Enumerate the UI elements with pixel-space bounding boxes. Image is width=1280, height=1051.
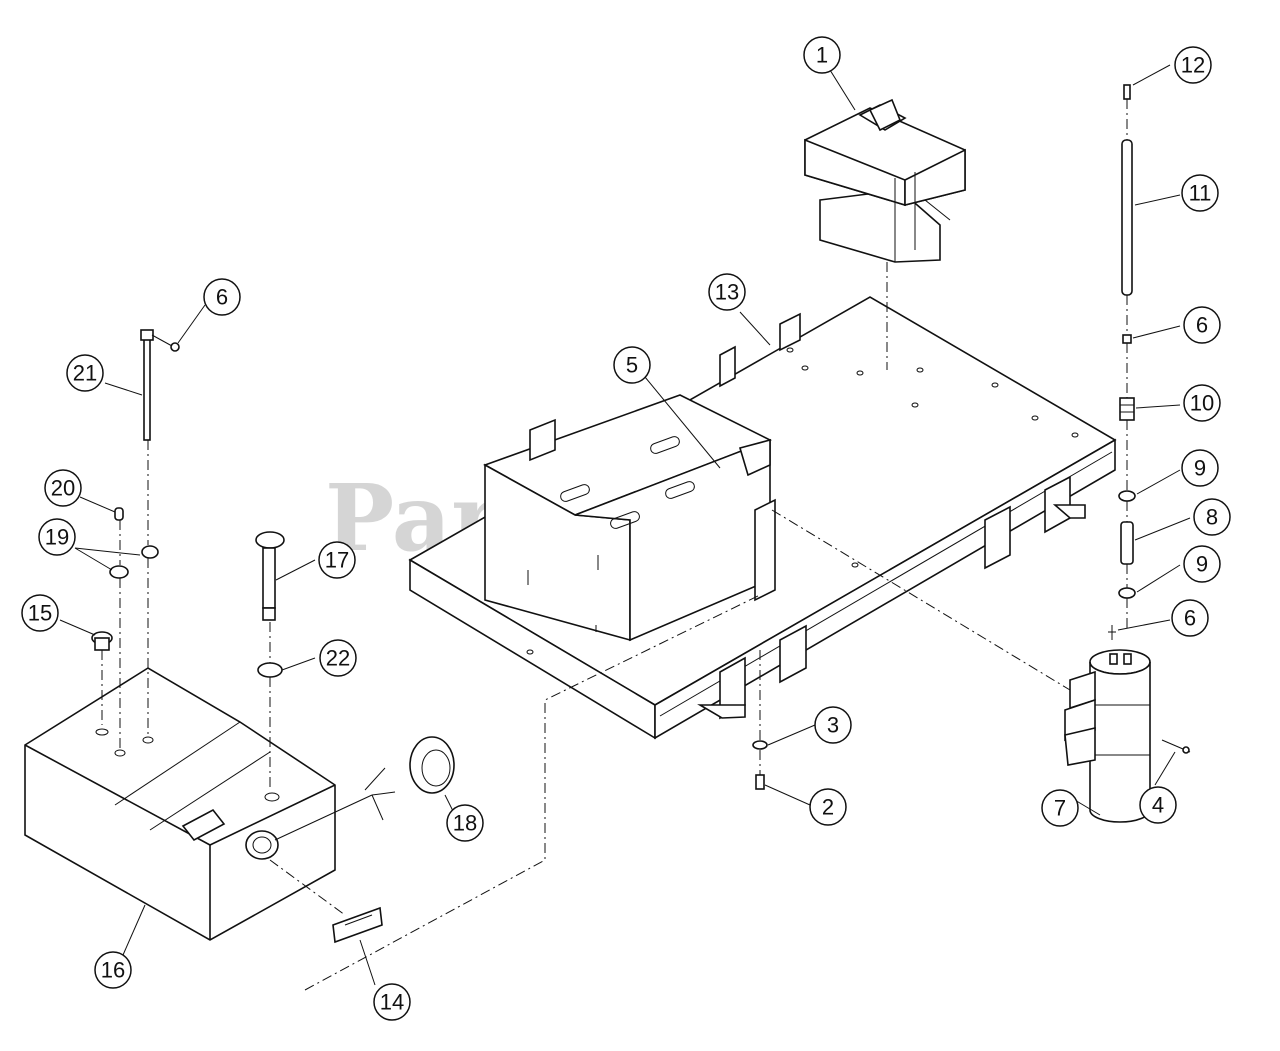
callout-8: 8	[1193, 498, 1231, 536]
callout-label: 14	[380, 990, 404, 1015]
callout-11: 11	[1181, 174, 1219, 212]
callout-6: 6	[1171, 599, 1209, 637]
callout-9: 9	[1181, 449, 1219, 487]
washer-and-bolt	[752, 650, 768, 790]
callout-label: 9	[1196, 552, 1208, 577]
callout-label: 4	[1152, 793, 1164, 818]
callout-9: 9	[1183, 545, 1221, 583]
fuel-gauge-rod	[255, 531, 285, 790]
callout-2: 2	[809, 788, 847, 826]
callout-13: 13	[708, 273, 746, 311]
callout-5: 5	[613, 346, 651, 384]
callout-label: 6	[1196, 313, 1208, 338]
callout-label: 10	[1190, 391, 1214, 416]
fuel-tank	[24, 667, 336, 941]
battery-box	[804, 98, 966, 370]
callout-label: 6	[1184, 606, 1196, 631]
callout-label: 15	[28, 601, 52, 626]
callout-label: 8	[1206, 505, 1218, 530]
solenoid-stack	[1064, 84, 1191, 823]
fuel-line-parts	[91, 329, 180, 750]
decal	[332, 906, 383, 944]
callout-label: 1	[816, 43, 828, 68]
callout-20: 20	[44, 469, 82, 507]
callout-label: 17	[325, 548, 349, 573]
callout-label: 5	[626, 353, 638, 378]
callout-label: 2	[822, 795, 834, 820]
callout-label: 12	[1181, 53, 1205, 78]
callouts: 1 2 3 4 5 6 6 6 7 8 9 9 10 11 12 13 14 1…	[21, 36, 1231, 1021]
callout-7: 7	[1041, 789, 1079, 827]
callout-21: 21	[66, 354, 104, 392]
callout-label: 18	[453, 811, 477, 836]
leader-lines	[59, 64, 1191, 986]
callout-16: 16	[94, 951, 132, 989]
callout-1: 1	[803, 36, 841, 74]
callout-label: 22	[326, 646, 350, 671]
callout-12: 12	[1174, 46, 1212, 84]
callout-10: 10	[1183, 384, 1221, 422]
callout-18: 18	[446, 804, 484, 842]
callout-14: 14	[373, 983, 411, 1021]
callout-label: 21	[73, 361, 97, 386]
callout-label: 16	[101, 958, 125, 983]
fuel-cap	[274, 736, 455, 841]
callout-label: 6	[216, 285, 228, 310]
callout-3: 3	[814, 706, 852, 744]
callout-label: 3	[827, 713, 839, 738]
callout-15: 15	[21, 594, 59, 632]
callout-label: 13	[715, 280, 739, 305]
callout-4: 4	[1139, 786, 1177, 824]
callout-label: 20	[51, 476, 75, 501]
callout-6: 6	[203, 278, 241, 316]
callout-17: 17	[318, 541, 356, 579]
callout-label: 9	[1194, 456, 1206, 481]
control-box-shroud	[483, 394, 776, 642]
callout-label: 11	[1189, 181, 1212, 206]
callout-6: 6	[1183, 306, 1221, 344]
callout-19: 19	[38, 518, 76, 556]
callout-22: 22	[319, 639, 357, 677]
callout-label: 7	[1054, 796, 1066, 821]
callout-label: 19	[45, 525, 69, 550]
